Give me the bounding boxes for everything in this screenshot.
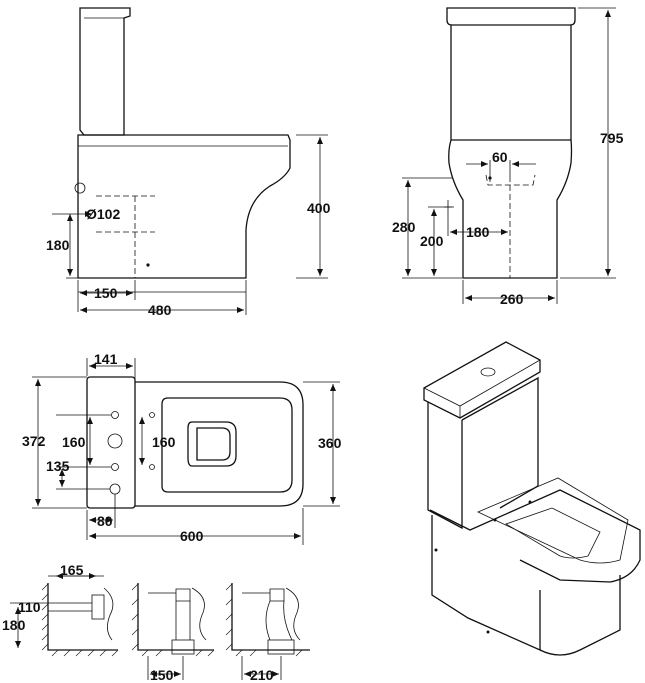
dim-outlet-offset: 150 xyxy=(94,285,118,301)
dim-seat-width: 360 xyxy=(318,435,342,451)
dim-side-length: 480 xyxy=(148,302,172,318)
dim-outlet-height: 180 xyxy=(46,237,70,253)
dim-fixing-from-back: 80 xyxy=(97,513,113,529)
dim-total-height: 795 xyxy=(600,130,624,146)
dim-inlet-height: 280 xyxy=(392,219,416,235)
dim-angled-offset: 210 xyxy=(250,667,274,683)
dim-vertical-offset: 150 xyxy=(150,667,174,683)
dim-horizontal-depth: 165 xyxy=(60,562,84,578)
dim-fixing-offset: 135 xyxy=(46,458,70,474)
dim-inlet-spacing: 60 xyxy=(492,149,508,165)
vertical-outlet-detail: 150 xyxy=(131,583,215,683)
dim-tank-depth: 141 xyxy=(94,351,118,367)
front-view: 795 60 280 200 180 260 xyxy=(392,7,624,307)
dim-overall-length: 600 xyxy=(180,528,204,544)
front-view-outline xyxy=(446,7,576,279)
dim-overall-width: 372 xyxy=(22,433,46,449)
dim-fixing-spacing-right: 160 xyxy=(152,434,176,450)
dim-side-height: 400 xyxy=(307,200,331,216)
side-view: 400 Ø102 180 150 480 xyxy=(46,7,331,318)
dim-outlet-diameter: Ø102 xyxy=(86,206,120,222)
dim-supply-height: 200 xyxy=(420,233,444,249)
dim-base-width: 260 xyxy=(500,291,524,307)
plan-view: 141 372 360 160 160 135 80 600 xyxy=(22,351,342,545)
side-view-outline xyxy=(74,7,291,293)
dim-supply-offset: 180 xyxy=(466,224,490,240)
plan-view-outline xyxy=(86,376,304,509)
dim-fixing-spacing-left: 160 xyxy=(62,434,86,450)
dim-horizontal-center: 110 xyxy=(18,599,41,615)
dim-floor-height: 180 xyxy=(2,617,26,633)
angled-outlet-detail: 210 xyxy=(225,583,310,683)
isometric-view xyxy=(423,341,641,656)
outlet-details: 165 110 180 150 xyxy=(2,562,310,683)
horizontal-outlet-detail: 165 110 180 xyxy=(2,562,119,657)
